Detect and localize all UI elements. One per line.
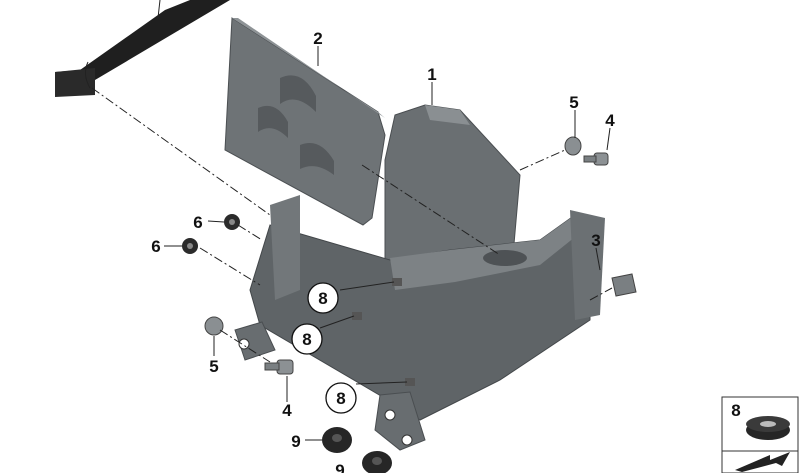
callout-8-third: 8 — [336, 389, 345, 408]
bushing-2 — [362, 451, 392, 473]
callout-5-upper: 5 — [569, 93, 578, 112]
inset-arrow-box — [721, 450, 799, 473]
screw-lower — [264, 359, 294, 375]
callout-9-second: 9 — [335, 461, 344, 473]
washer-upper — [564, 136, 582, 156]
callout-4-upper: 4 — [605, 111, 615, 130]
callout-6-upper: 6 — [193, 213, 202, 232]
clip-2 — [352, 312, 362, 320]
clip-1 — [392, 278, 402, 286]
callout-9-first: 9 — [291, 432, 300, 451]
grommet-lower — [182, 238, 198, 254]
callout-2: 2 — [313, 29, 322, 48]
callout-6-lower: 6 — [151, 237, 160, 256]
screw-upper — [583, 152, 609, 166]
callout-8-second: 8 — [302, 330, 311, 349]
callout-5-lower: 5 — [209, 357, 218, 376]
grommet-upper — [224, 214, 240, 230]
inset-part-8: 8 — [721, 396, 799, 452]
clip-nut — [611, 273, 637, 297]
callout-4-lower: 4 — [282, 401, 292, 420]
bushing-1 — [322, 427, 352, 453]
battery-tray — [234, 104, 605, 451]
callout-8-first: 8 — [318, 289, 327, 308]
callout-3: 3 — [591, 231, 600, 250]
callout-1: 1 — [427, 65, 436, 84]
clip-3 — [405, 378, 415, 386]
cover-plate — [224, 17, 386, 226]
strap — [55, 0, 230, 97]
inset-label: 8 — [731, 401, 740, 420]
arrow-icon — [735, 452, 790, 472]
washer-lower — [204, 316, 224, 336]
